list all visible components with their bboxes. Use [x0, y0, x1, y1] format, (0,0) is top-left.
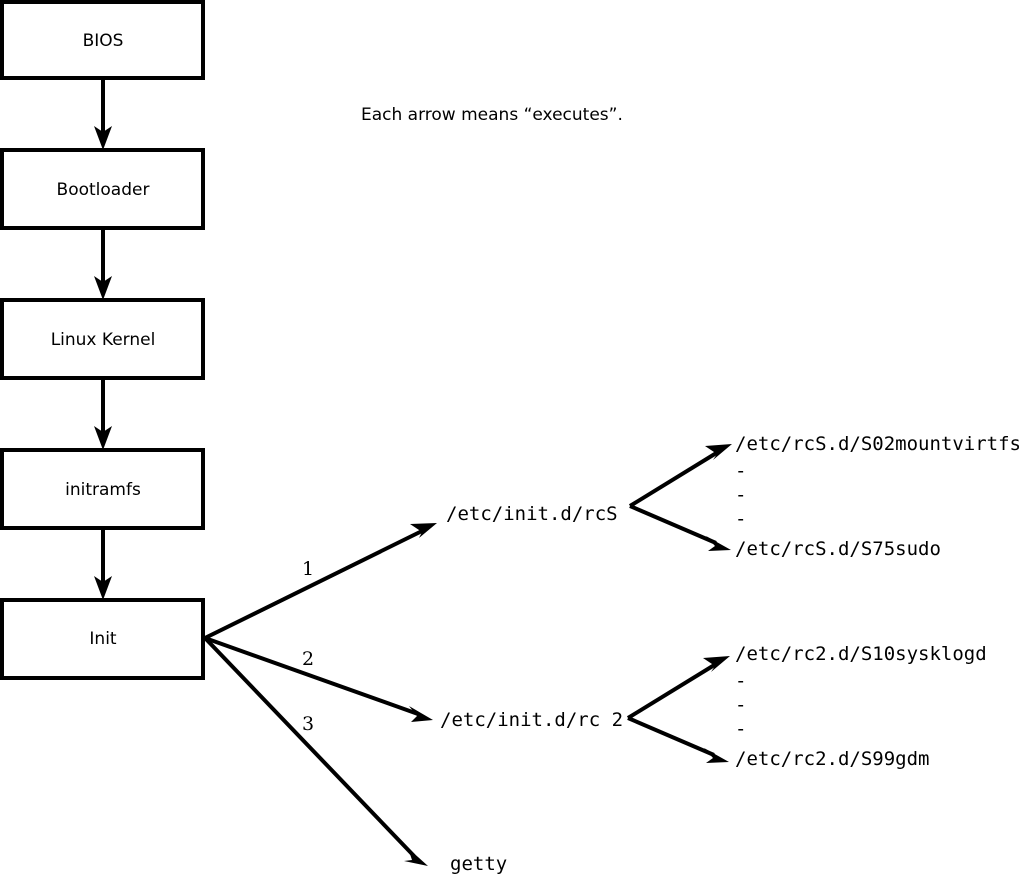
box-bios-rect	[0, 0, 205, 80]
edge-label-3: 3	[302, 713, 314, 735]
label-rcs-first-script: /etc/rcS.d/S02mountvirtfs	[735, 433, 1021, 455]
arrowhead-init-to-rcs	[410, 523, 437, 538]
arrowhead-init-to-rc2	[409, 706, 433, 722]
label-rc2-last-script: /etc/rc2.d/S99gdm	[735, 748, 929, 770]
box-init-label: Init	[89, 629, 117, 649]
rc2-branch-last	[627, 716, 729, 763]
rc2-branch-first	[626, 656, 730, 720]
box-kernel-rect	[0, 298, 205, 380]
rcs-branch-first	[628, 444, 732, 508]
connector-init-to-rc2	[204, 636, 419, 716]
rcs-ellipsis-dash-3: -	[735, 508, 746, 530]
rc2-ellipsis-dash-1: -	[735, 670, 746, 692]
arrowhead-rc2-to-first-script	[703, 656, 730, 672]
box-bootloader-label: Bootloader	[57, 180, 150, 200]
arrowhead-rc2-to-last-script	[704, 748, 729, 763]
arrowhead-init-to-getty	[404, 848, 428, 866]
connector-rcs-to-first-script	[628, 450, 720, 508]
rcs-branch-last	[629, 504, 731, 551]
box-initramfs-label: initramfs	[65, 480, 141, 500]
arrowhead-rcs-to-first-script	[705, 444, 732, 460]
edge-label-1: 1	[302, 558, 314, 580]
edge-label-2: 2	[302, 648, 314, 670]
box-init-rect	[0, 598, 205, 680]
connector-rcs-to-last-script	[629, 504, 717, 545]
label-init-d-rc2: /etc/init.d/rc 2	[440, 709, 623, 731]
rc2-ellipsis-dash-2: -	[735, 694, 746, 716]
label-getty: getty	[450, 853, 507, 875]
box-bootloader-rect	[0, 148, 205, 230]
arrowhead-rcs-to-last-script	[706, 536, 731, 551]
box-initramfs[interactable]: initramfs	[0, 448, 205, 530]
arrowhead-bootloader-to-kernel	[94, 276, 112, 300]
connector-rc2-to-first-script	[626, 662, 718, 720]
box-bootloader[interactable]: Bootloader	[0, 148, 205, 230]
rc2-ellipsis-dash-3: -	[735, 718, 746, 740]
box-bios-label: BIOS	[83, 31, 124, 51]
chain-connectors	[94, 78, 112, 600]
label-rcs-last-script: /etc/rcS.d/S75sudo	[735, 538, 941, 560]
rcs-ellipsis-dash-2: -	[735, 484, 746, 506]
box-kernel[interactable]: Linux Kernel	[0, 298, 205, 380]
box-initramfs-rect	[0, 448, 205, 530]
init-branch-1	[204, 523, 437, 640]
init-branch-2	[204, 636, 433, 722]
box-kernel-label: Linux Kernel	[51, 330, 156, 350]
arrowhead-bios-to-bootloader	[94, 126, 112, 150]
connector-rc2-to-last-script	[627, 716, 715, 757]
init-branch-3	[203, 636, 428, 866]
arrowhead-initramfs-to-init	[94, 576, 112, 600]
arrowhead-kernel-to-initramfs	[94, 426, 112, 450]
box-init[interactable]: Init	[0, 598, 205, 680]
rcs-ellipsis-dash-1: -	[735, 460, 746, 482]
label-init-d-rcs: /etc/init.d/rcS	[446, 503, 618, 525]
connector-init-to-rcs	[204, 528, 425, 640]
box-bios[interactable]: BIOS	[0, 0, 205, 80]
connector-init-to-getty	[203, 636, 416, 858]
diagram-caption: Each arrow means “executes”.	[361, 105, 623, 125]
label-rc2-first-script: /etc/rc2.d/S10sysklogd	[735, 643, 987, 665]
